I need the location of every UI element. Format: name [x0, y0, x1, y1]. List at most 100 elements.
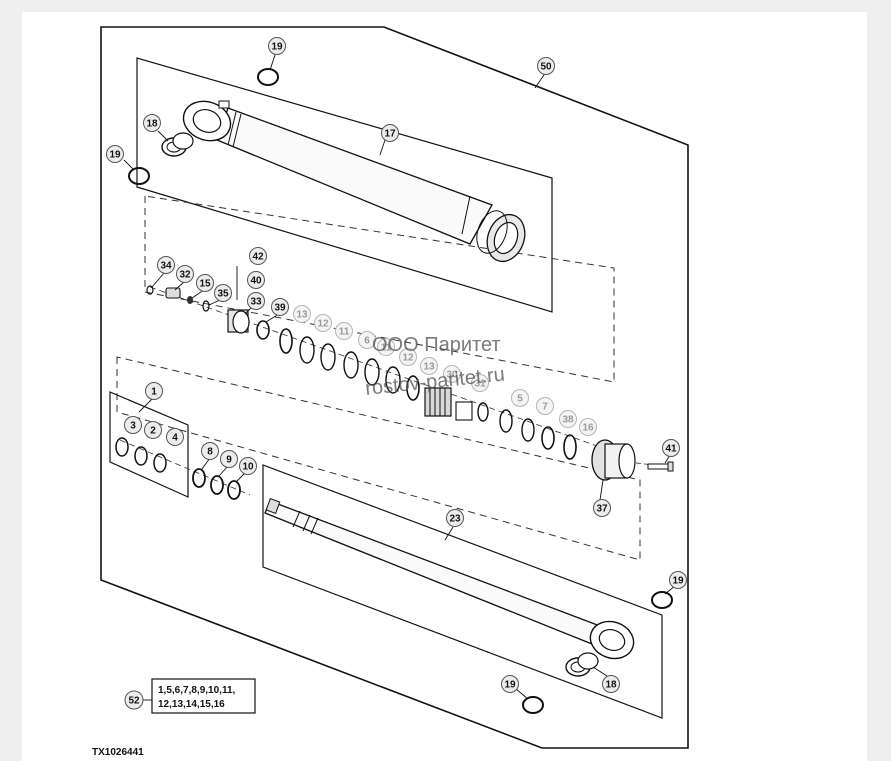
piston-small-parts — [146, 285, 210, 312]
ring-11-a — [320, 343, 336, 371]
callout-label: 19 — [271, 42, 283, 53]
cylinder-head — [591, 439, 636, 481]
callout-badge — [420, 357, 438, 375]
callout-c11b: 11 — [377, 338, 395, 356]
callout-badge — [335, 322, 353, 340]
callout-label: 41 — [665, 444, 677, 455]
piston — [424, 387, 452, 417]
callout-c15: 15 — [196, 274, 214, 292]
callout-label: 7 — [542, 402, 548, 413]
callout-badge — [166, 428, 184, 446]
callout-label: 32 — [179, 270, 191, 281]
callout-c39: 39 — [271, 298, 289, 316]
callout-label: 31 — [474, 379, 486, 390]
callout-badge — [501, 675, 519, 693]
callout-label: 16 — [582, 423, 594, 434]
ring-31 — [477, 402, 489, 422]
seal-3 — [115, 437, 129, 457]
piston-group-dashed-frame — [144, 195, 615, 383]
bushing-top — [161, 132, 194, 157]
callout-c13a: 13 — [293, 305, 311, 323]
callout-badge — [106, 145, 124, 163]
callout-c12a: 12 — [314, 314, 332, 332]
callout-label: 19 — [109, 150, 121, 161]
callout-badge — [220, 450, 238, 468]
callout-label: 2 — [150, 426, 156, 437]
kit-line-2: 12,13,14,15,16 — [158, 699, 225, 710]
callout-label: 9 — [226, 455, 232, 466]
drawing-code: TX1026441 — [92, 747, 144, 758]
callout-label: 33 — [250, 297, 262, 308]
callout-badge — [196, 274, 214, 292]
callout-badge — [669, 571, 687, 589]
callout-c33: 33 — [247, 292, 265, 310]
callout-label: 13 — [296, 310, 308, 321]
callout-badge — [271, 298, 289, 316]
callout-c18b: 18 — [602, 675, 620, 693]
callout-label: 39 — [274, 303, 286, 314]
callout-label: 4 — [172, 433, 178, 444]
callout-label: 19 — [504, 680, 516, 691]
ring-13-b — [406, 375, 420, 401]
callout-label: 11 — [339, 327, 350, 338]
o-ring-19-bottom-right — [651, 591, 673, 609]
ring-11-b — [364, 358, 380, 386]
callout-c5: 5 — [511, 389, 529, 407]
callout-label: 3 — [130, 421, 136, 432]
callout-label: 8 — [207, 447, 213, 458]
rod-seal-8 — [192, 468, 206, 488]
callout-badge — [471, 374, 489, 392]
bushing-bottom — [565, 652, 599, 677]
callout-label: 38 — [562, 415, 574, 426]
piston-nut — [227, 309, 250, 334]
kit-box: 1,5,6,7,8,9,10,11, 12,13,14,15,16 — [151, 678, 256, 714]
leader-lines — [123, 51, 676, 701]
callout-c8: 8 — [201, 442, 219, 460]
callout-label: 12 — [317, 319, 329, 330]
callout-badge — [446, 509, 464, 527]
o-ring-19-bottom-left — [522, 696, 544, 714]
assembly-frame — [100, 26, 689, 749]
callout-badge — [358, 331, 376, 349]
callout-badge — [399, 348, 417, 366]
callout-badge — [443, 365, 461, 383]
rod-group-frame — [262, 464, 663, 719]
callout-badge — [377, 338, 395, 356]
callout-label: 17 — [384, 129, 396, 140]
callout-badge — [201, 442, 219, 460]
barrel-group-frame — [136, 57, 553, 313]
callout-c13b: 13 — [420, 357, 438, 375]
callout-label: 15 — [199, 279, 211, 290]
callout-badge — [247, 292, 265, 310]
callout-badge — [247, 271, 265, 289]
callout-label: 11 — [381, 343, 392, 354]
kit-number-callout: 52 — [124, 690, 144, 710]
callout-c42: 42 — [249, 247, 267, 265]
ring-39 — [256, 320, 270, 340]
o-ring-19-top-right — [257, 68, 279, 86]
callout-label: 42 — [252, 252, 264, 263]
callout-badge — [145, 382, 163, 400]
ring-16 — [563, 434, 577, 460]
callout-label: 37 — [596, 504, 608, 515]
callout-c2: 2 — [144, 421, 162, 439]
callout-badge — [662, 439, 680, 457]
kit-number-label: 52 — [128, 696, 140, 707]
piston-rod — [264, 498, 635, 660]
ring-5 — [499, 409, 513, 433]
seal-2 — [134, 446, 148, 466]
callout-badge — [593, 499, 611, 517]
callout-c6: 6 — [358, 331, 376, 349]
callout-label: 12 — [402, 353, 414, 364]
callout-c35: 35 — [214, 284, 232, 302]
callout-badge — [537, 57, 555, 75]
rod-seal-9 — [210, 475, 224, 495]
callout-c34: 34 — [157, 256, 175, 274]
ring-12-a — [299, 336, 315, 364]
callout-c41: 41 — [662, 439, 680, 457]
callout-c1: 1 — [145, 382, 163, 400]
callout-label: 5 — [517, 394, 523, 405]
callout-c30: 30 — [443, 365, 461, 383]
callout-badge — [124, 416, 142, 434]
